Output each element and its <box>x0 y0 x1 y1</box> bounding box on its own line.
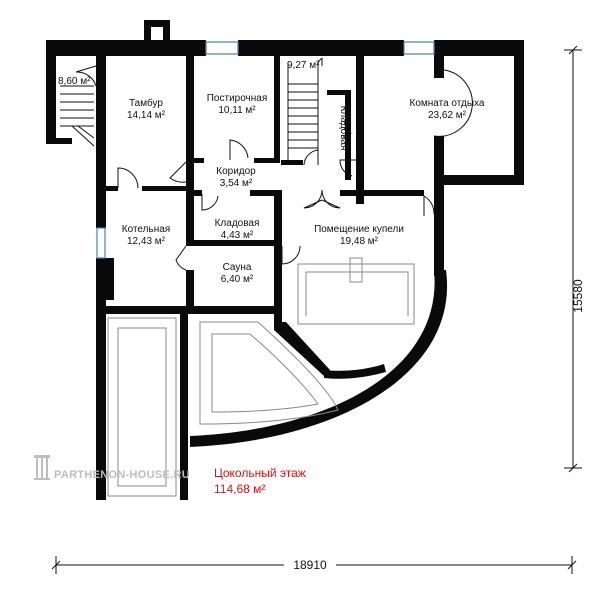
room-area-laundry: 10,11 м² <box>218 105 256 116</box>
stair-area-left: 8,60 м² <box>58 76 91 87</box>
room-name-laundry: Постирочная <box>207 93 268 104</box>
room-name-storage: Кладовая <box>215 218 260 229</box>
width-dimension: 18910 <box>293 558 327 572</box>
room-name-boiler: Котельная <box>122 224 170 235</box>
room-area-lounge: 23,62 м² <box>428 110 467 121</box>
pool-fixtures <box>107 257 415 497</box>
room-area-sauna: 6,40 м² <box>221 274 254 285</box>
room-name-corridor: Коридор <box>216 166 256 177</box>
room-area-storage-small: 2,66 м² <box>343 107 354 140</box>
floor-title: Цокольный этаж <box>214 466 306 480</box>
room-name-sauna: Сауна <box>223 262 252 273</box>
watermark-logo-icon <box>34 455 50 480</box>
height-dimension: 15580 <box>571 279 585 313</box>
floor-total-area: 114,68 м² <box>214 482 265 496</box>
room-area-plunge-pool: 19,48 м² <box>340 236 379 247</box>
watermark-text: PARTHENON-HOUSE.RU <box>54 469 190 481</box>
room-area-boiler: 12,43 м² <box>127 236 166 247</box>
room-name-vestibule: Тамбур <box>129 97 163 109</box>
room-name-storage-small: Кладовая <box>338 106 349 151</box>
room-area-corridor: 3,54 м² <box>220 178 253 189</box>
room-area-vestibule: 14,14 м² <box>127 110 166 121</box>
room-name-plunge-pool: Помещение купели <box>314 224 404 235</box>
stair-area-right: 9,27 м² <box>287 60 320 71</box>
room-area-storage: 4,43 м² <box>221 230 254 241</box>
walls <box>46 20 524 500</box>
room-name-lounge: Комната отдыха <box>410 98 485 109</box>
stairs-left <box>60 85 95 147</box>
stairs-right <box>287 57 323 160</box>
windows <box>96 41 435 259</box>
